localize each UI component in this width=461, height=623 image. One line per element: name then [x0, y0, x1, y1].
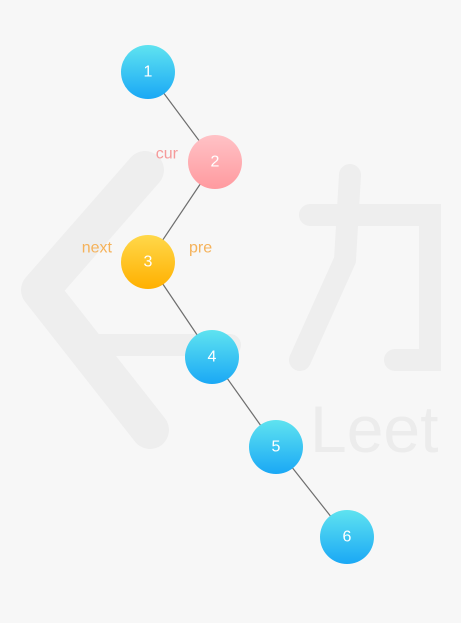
- pointer-label-cur: cur: [156, 146, 179, 163]
- tree-node-6: 6: [320, 510, 374, 564]
- tree-node-3: 3: [121, 235, 175, 289]
- nodes: 1 2 3 4 5 6: [121, 45, 374, 564]
- pointer-label-next: next: [82, 240, 113, 257]
- node-circle: [320, 510, 374, 564]
- tree-node-2: 2: [188, 135, 242, 189]
- node-circle: [249, 420, 303, 474]
- tree-node-4: 4: [185, 330, 239, 384]
- node-circle: [188, 135, 242, 189]
- node-circle: [185, 330, 239, 384]
- node-circle: [121, 235, 175, 289]
- node-label: 2: [211, 154, 220, 171]
- node-label: 4: [208, 349, 217, 366]
- node-label: 5: [272, 439, 281, 456]
- node-label: 6: [343, 529, 352, 546]
- pointer-label-pre: pre: [189, 240, 212, 257]
- pointer-labels: cur next pre: [82, 146, 212, 257]
- svg-text:Leet: Leet: [310, 392, 438, 466]
- tree-node-1: 1: [121, 45, 175, 99]
- tree-node-5: 5: [249, 420, 303, 474]
- node-circle: [121, 45, 175, 99]
- node-label: 1: [144, 64, 153, 81]
- edges: [147, 71, 348, 538]
- node-label: 3: [144, 254, 153, 271]
